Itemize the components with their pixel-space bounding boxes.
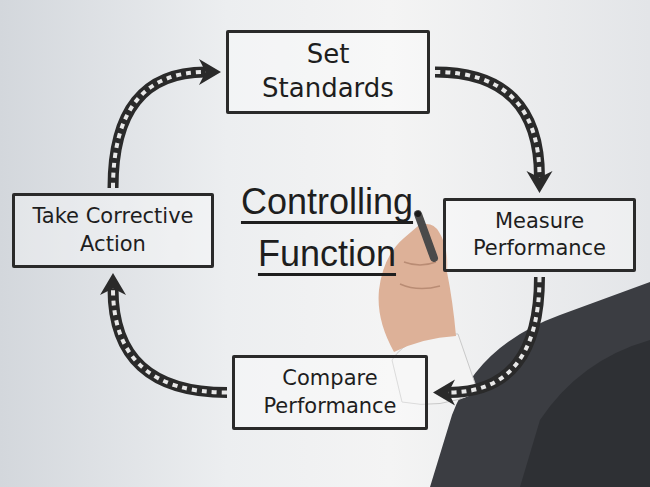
cycle-arrow (100, 273, 227, 393)
marker-tip (415, 211, 421, 217)
diagram-title: Controlling Function (222, 176, 432, 280)
box-label: Compare Performance (245, 365, 415, 420)
arrow-shaft (113, 72, 206, 188)
arrow-shaft (448, 277, 539, 393)
cycle-arrow (435, 72, 553, 193)
arrow-hatching (113, 288, 227, 392)
arrow-hatching (435, 72, 540, 178)
finger-line (400, 262, 440, 289)
arrow-head (100, 273, 126, 295)
process-box: Compare Performance (232, 355, 428, 430)
cycle-arrow (113, 59, 221, 188)
arrow-shaft (435, 72, 540, 178)
arrow-shaft (113, 288, 227, 392)
arrow-hatching (113, 72, 206, 188)
marker-pen (418, 214, 434, 258)
process-box: Measure Performance (443, 198, 636, 272)
box-label: Set Standards (239, 38, 417, 106)
process-box: Set Standards (226, 30, 430, 114)
arrow-head (199, 59, 221, 85)
box-label: Take Corrective Action (25, 203, 201, 258)
arrow-head (433, 380, 455, 406)
arrow-head (527, 171, 553, 193)
suit-shade (520, 340, 650, 487)
box-label: Measure Performance (456, 208, 623, 263)
process-box: Take Corrective Action (12, 193, 214, 268)
arrow-hatching (448, 277, 539, 393)
cycle-arrow (433, 277, 540, 406)
